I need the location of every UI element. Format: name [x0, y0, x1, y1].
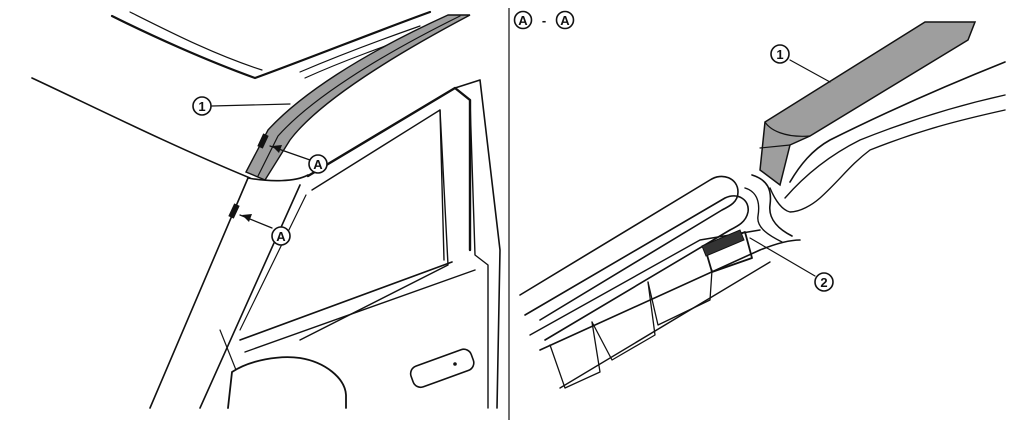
mirror-base: [219, 329, 237, 371]
roof-panel-inner: [784, 94, 1006, 199]
windshield-edge: [31, 77, 251, 179]
section-title-right: A: [560, 13, 570, 28]
body-panel-bend-inner: [744, 187, 783, 243]
section-title-left: A: [518, 13, 528, 28]
roof-drip-molding: [245, 14, 471, 181]
molding-section-top: [764, 121, 811, 137]
left-view-vehicle: [31, 10, 501, 409]
roof-panel-flange: [769, 109, 1006, 213]
door-frame-edge: [539, 239, 801, 351]
roof-panel-outer: [789, 61, 1006, 183]
leader-part1-left: [211, 103, 291, 107]
roof-outline: [110, 10, 432, 80]
door-belt-line: [239, 261, 453, 341]
callout-part1-right-label: 1: [776, 47, 783, 62]
callout-part1-left-label: 1: [198, 99, 205, 114]
callout-section-a-upper: A: [308, 154, 328, 174]
leader-part2-right: [749, 237, 816, 277]
section-title: A - A: [513, 10, 575, 30]
arrow-head-lower: [242, 214, 252, 222]
section-title-separator: -: [542, 13, 546, 28]
body-panel-bend: [751, 174, 793, 237]
callout-part1-right: 1: [770, 44, 790, 64]
roof-panel-line: [129, 11, 263, 71]
callout-part2-right: 2: [814, 272, 834, 292]
callout-section-a-lower-label: A: [276, 229, 286, 244]
molding-inner-edge: [257, 15, 461, 177]
section-marker-lower: [228, 203, 240, 219]
retainer-clip-dark: [701, 229, 745, 257]
leader-part1-right: [789, 59, 831, 83]
window-glass-edge: [439, 109, 445, 261]
arrow-head-upper: [272, 145, 282, 153]
right-view-section: [519, 21, 1006, 389]
a-pillar-rear: [199, 184, 301, 409]
weatherstrip-upper: [519, 175, 739, 321]
door-frame-lower: [559, 261, 771, 389]
trim-block-b: [591, 281, 656, 361]
callout-section-a-upper-label: A: [313, 157, 323, 172]
door-handle: [409, 348, 475, 389]
callout-part2-right-label: 2: [820, 275, 827, 290]
b-pillar: [454, 79, 501, 409]
callout-section-a-lower: A: [271, 226, 291, 246]
weatherstrip-lower: [524, 195, 749, 341]
trim-block-c: [647, 269, 713, 326]
b-pillar-inner: [469, 99, 489, 409]
side-mirror: [227, 356, 347, 409]
section-marker-upper: [257, 133, 269, 149]
callout-part1-left: 1: [192, 96, 212, 116]
molding-section-face: [759, 144, 791, 149]
hood-line: [247, 174, 309, 182]
molding-section: [759, 21, 977, 187]
door-key-cylinder: [453, 362, 457, 366]
door-belt-line-lower: [244, 269, 476, 353]
trim-block-a: [549, 321, 601, 389]
a-pillar-inner: [239, 194, 307, 331]
